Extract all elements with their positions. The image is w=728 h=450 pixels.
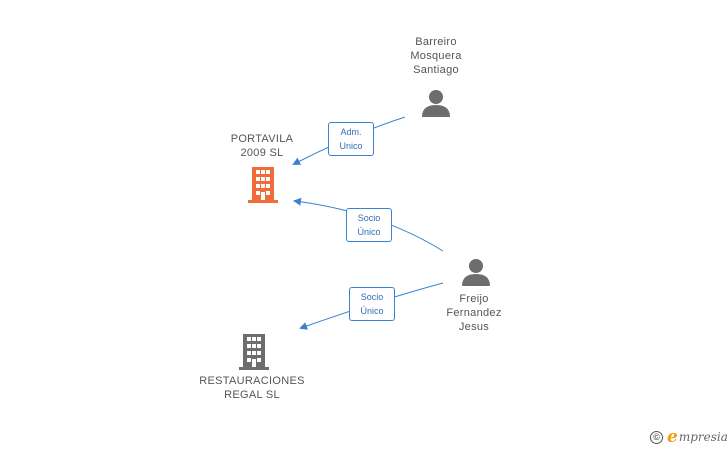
brand-logo: © e mpresia [650,428,728,446]
relation-label-line: Único [357,227,381,237]
node-label-restauraciones: RESTAURACIONES REGAL SL [194,374,310,402]
relation-label-line: Único [360,306,384,316]
node-label-line: Santiago [413,64,459,76]
node-label-line: PORTAVILA [230,133,294,145]
node-label-line: Freijo [459,293,489,305]
node-label-portavila: PORTAVILA 2009 SL [212,132,312,160]
node-label-line: Jesus [458,321,490,333]
relation-label-socio-unico[interactable]: Socio Único [349,287,395,321]
node-label-line: REGAL SL [224,389,280,401]
node-label-line: Mosquera [410,50,462,62]
node-label-freijo: Freijo Fernandez Jesus [424,292,524,334]
brand-name: mpresia [678,430,728,444]
node-label-line: RESTAURACIONES [199,375,305,387]
relation-label-line: Unico [339,141,363,151]
person-icon[interactable] [461,258,491,287]
building-icon[interactable] [248,167,278,203]
person-icon[interactable] [421,89,451,118]
relation-label-line: Socio [360,292,384,302]
relation-label-line: Adm. [340,127,362,137]
node-label-line: Barreiro [415,36,457,48]
relation-label-line: Socio [357,213,381,223]
node-label-line: Fernandez [446,307,502,319]
node-label-barreiro: Barreiro Mosquera Santiago [386,35,486,77]
relation-label-adm-unico[interactable]: Adm. Unico [328,122,374,156]
building-icon[interactable] [239,334,269,370]
relation-label-socio-unico[interactable]: Socio Único [346,208,392,242]
copyright-icon: © [650,430,663,444]
node-label-line: 2009 SL [240,147,284,159]
brand-e-letter: e [667,427,678,447]
